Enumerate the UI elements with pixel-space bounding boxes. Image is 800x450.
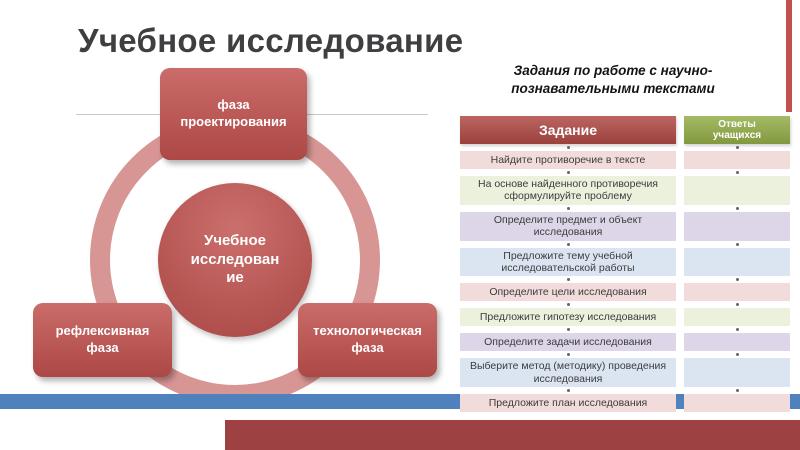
- row-separator: [460, 387, 676, 394]
- separator-dot-icon: [566, 206, 570, 210]
- task-cell: Найдите противоречие в тексте: [460, 151, 676, 169]
- row-separator: [460, 276, 676, 283]
- separator-dot-icon: [566, 171, 570, 174]
- task-cell: На основе найденного противоречия сформу…: [460, 176, 676, 205]
- answer-cell: [684, 394, 790, 412]
- separator-dot-icon: [735, 353, 739, 357]
- row-separator: [684, 241, 790, 248]
- task-cell: Определите цели исследования: [460, 283, 676, 302]
- answer-cell: [684, 333, 790, 352]
- table-title: Задания по работе с научно-познавательны…: [511, 63, 715, 96]
- row-separator: [684, 326, 790, 333]
- diagram-node-label: рефлексивная фаза: [55, 323, 150, 355]
- task-cell: Предложите тему учебной исследовательско…: [460, 247, 676, 277]
- row-separator: [684, 276, 790, 283]
- row-separator: [684, 169, 790, 176]
- row-separator: [460, 241, 676, 248]
- separator-dot-icon: [735, 206, 739, 210]
- answer-cell: [684, 358, 790, 387]
- separator-dot-icon: [566, 146, 570, 149]
- separator-dot-icon: [735, 278, 739, 282]
- row-separator: [460, 326, 676, 333]
- tasks-table: Задание Ответы учащихся Найдите противор…: [460, 116, 790, 412]
- diagram-node-reflexive-phase: рефлексивная фаза: [33, 303, 172, 377]
- row-separator: [684, 387, 790, 394]
- answer-cell: [684, 176, 790, 205]
- slide-title: Учебное исследование: [78, 22, 464, 59]
- task-cell: Определите задачи исследования: [460, 333, 676, 352]
- row-separator: [684, 205, 790, 212]
- top-right-accent-bar: [786, 0, 792, 112]
- row-separator: [684, 351, 790, 358]
- separator-dot-icon: [735, 303, 739, 307]
- bottom-red-bar: [225, 420, 800, 450]
- separator-dot-icon: [566, 389, 570, 392]
- answer-cell: [684, 283, 790, 302]
- diagram-node-design-phase: фаза проектирования: [160, 68, 307, 160]
- separator-dot-icon: [735, 328, 739, 332]
- separator-dot-icon: [566, 242, 570, 246]
- answer-cell: [684, 211, 790, 241]
- cycle-diagram-center: Учебное исследование: [158, 183, 312, 337]
- row-separator: [684, 301, 790, 308]
- separator-dot-icon: [735, 171, 739, 174]
- column-header-task: Задание: [460, 116, 676, 144]
- column-header-answers: Ответы учащихся: [684, 116, 790, 144]
- answer-cell: [684, 247, 790, 277]
- answer-cell: [684, 151, 790, 169]
- task-cell: Предложите план исследования: [460, 394, 676, 412]
- row-separator: [460, 144, 676, 151]
- row-separator: [460, 205, 676, 212]
- diagram-node-label: фаза проектирования: [180, 97, 287, 129]
- row-separator: [460, 169, 676, 176]
- row-separator: [460, 301, 676, 308]
- separator-dot-icon: [566, 303, 570, 307]
- answer-cell: [684, 308, 790, 327]
- row-separator: [460, 351, 676, 358]
- cycle-diagram-center-label: Учебное исследование: [190, 231, 280, 287]
- separator-dot-icon: [735, 389, 739, 392]
- separator-dot-icon: [735, 146, 739, 149]
- diagram-node-label: технологическая фаза: [313, 323, 422, 355]
- diagram-node-technological-phase: технологическая фаза: [298, 303, 437, 377]
- row-separator: [684, 144, 790, 151]
- task-cell: Выберите метод (методику) проведения исс…: [460, 358, 676, 387]
- separator-dot-icon: [735, 242, 739, 246]
- separator-dot-icon: [566, 328, 570, 332]
- task-cell: Предложите гипотезу исследования: [460, 308, 676, 327]
- task-cell: Определите предмет и объект исследования: [460, 211, 676, 241]
- separator-dot-icon: [566, 278, 570, 282]
- separator-dot-icon: [566, 353, 570, 357]
